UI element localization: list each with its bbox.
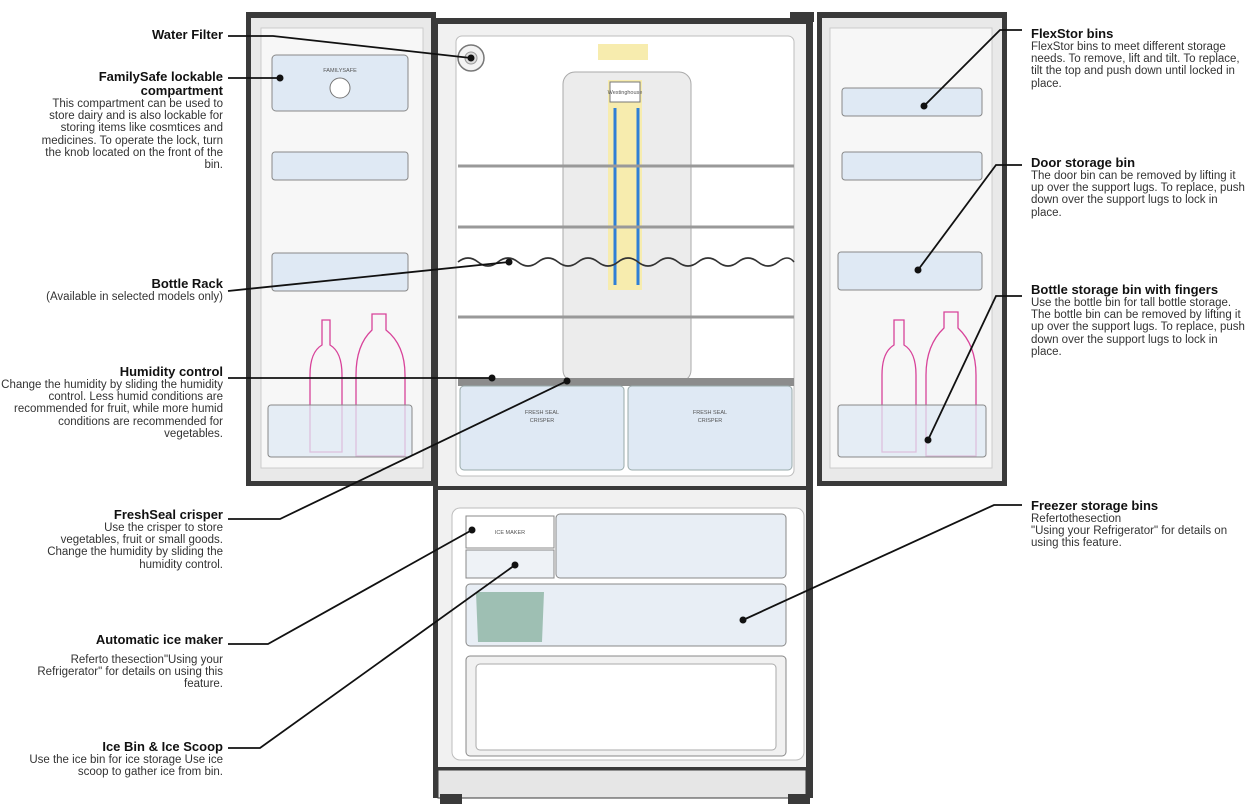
familysafe-title: FamilySafe lockable compartment xyxy=(98,69,223,98)
ice-maker-title: Automatic ice maker xyxy=(95,632,223,647)
column-logo: Westinghouse xyxy=(608,90,643,96)
crisper-right-sublabel: CRISPER xyxy=(698,418,722,424)
bottle-bin-title: Bottle storage bin with fingers xyxy=(1031,282,1219,297)
freezer-bins-desc: Refertothesection "Using your Refrigerat… xyxy=(1031,513,1228,550)
callout-water-filter: Water Filter xyxy=(13,28,223,42)
ice-maker-desc: Referto thesection"Using your Refrigerat… xyxy=(37,654,223,691)
fridge-shelves xyxy=(458,164,794,319)
crisper-drawers: FRESH SEAL CRISPER FRESH SEAL CRISPER xyxy=(458,378,794,471)
ice-maker-label: ICE MAKER xyxy=(495,530,525,536)
callout-ice-bin: Ice Bin & Ice Scoop Use the ice bin for … xyxy=(1,739,223,779)
air-column: Westinghouse xyxy=(562,44,692,383)
bottle-rack xyxy=(457,257,795,267)
flexstor-leader xyxy=(923,29,1022,107)
callout-familysafe: FamilySafe lockable compartment This com… xyxy=(28,69,223,172)
callout-door-bin: Door storage bin The door bin can be rem… xyxy=(1031,156,1247,219)
callout-flexstor: FlexStor bins FlexStor bins to meet diff… xyxy=(1031,27,1245,90)
bottle-rack-title: Bottle Rack xyxy=(151,276,223,291)
bottle-rack-desc: (Available in selected models only) xyxy=(46,291,223,303)
freezer-bins-title: Freezer storage bins xyxy=(1031,498,1159,513)
humidity-desc: Change the humidity by sliding the humid… xyxy=(1,379,223,440)
flexstor-title: FlexStor bins xyxy=(1031,26,1114,41)
leader-dots xyxy=(276,54,932,624)
leader-lines xyxy=(227,29,1022,749)
left-door: FAMILYSAFE xyxy=(246,12,436,486)
callout-bottle-rack: Bottle Rack (Available in selected model… xyxy=(23,276,223,304)
callout-freezer-bins: Freezer storage bins Refertothesection "… xyxy=(1031,499,1245,550)
callout-bottle-bin: Bottle storage bin with fingers Use the … xyxy=(1031,283,1245,358)
freshseal-title: FreshSeal crisper xyxy=(113,507,223,522)
door-bin-title: Door storage bin xyxy=(1031,155,1136,170)
bottle-rack-leader xyxy=(227,261,510,292)
bottle-bin-desc: Use the bottle bin for tall bottle stora… xyxy=(1031,297,1245,358)
door-bin-desc: The door bin can be removed by lifting i… xyxy=(1031,170,1245,219)
freshseal-desc: Use the crisper to store vegetables, fru… xyxy=(47,522,223,571)
familysafe-desc: This compartment can be used to store da… xyxy=(41,98,223,172)
ice-bin-title: Ice Bin & Ice Scoop xyxy=(102,739,223,754)
freezer-compartment: ICE MAKER xyxy=(451,507,805,761)
water-filter-title: Water Filter xyxy=(151,27,223,42)
crisper-left-sublabel: CRISPER xyxy=(530,418,554,424)
ice-scoop xyxy=(476,592,544,642)
bottle-bin-leader xyxy=(927,295,1022,441)
callout-freshseal: FreshSeal crisper Use the crisper to sto… xyxy=(43,508,223,571)
freshseal-leader xyxy=(228,380,568,520)
crisper-left-label: FRESH SEAL xyxy=(525,410,559,416)
callout-humidity: Humidity control Change the humidity by … xyxy=(1,365,223,440)
ice-bin-desc: Use the ice bin for ice storage Use ice … xyxy=(29,754,223,779)
crisper-right-label: FRESH SEAL xyxy=(693,410,727,416)
door-bin-leader xyxy=(917,164,1022,271)
water-filter-leader xyxy=(228,35,472,59)
right-door xyxy=(817,12,1007,486)
familysafe-label: FAMILYSAFE xyxy=(323,68,357,74)
flexstor-desc: FlexStor bins to meet different storage … xyxy=(1031,41,1240,90)
humidity-title: Humidity control xyxy=(119,364,223,379)
ice-bin-leader xyxy=(228,564,516,749)
ice-maker-leader xyxy=(228,529,473,645)
freezer-bins-leader xyxy=(742,504,1022,621)
callout-ice-maker: Automatic ice maker Referto thesection"U… xyxy=(23,633,223,691)
